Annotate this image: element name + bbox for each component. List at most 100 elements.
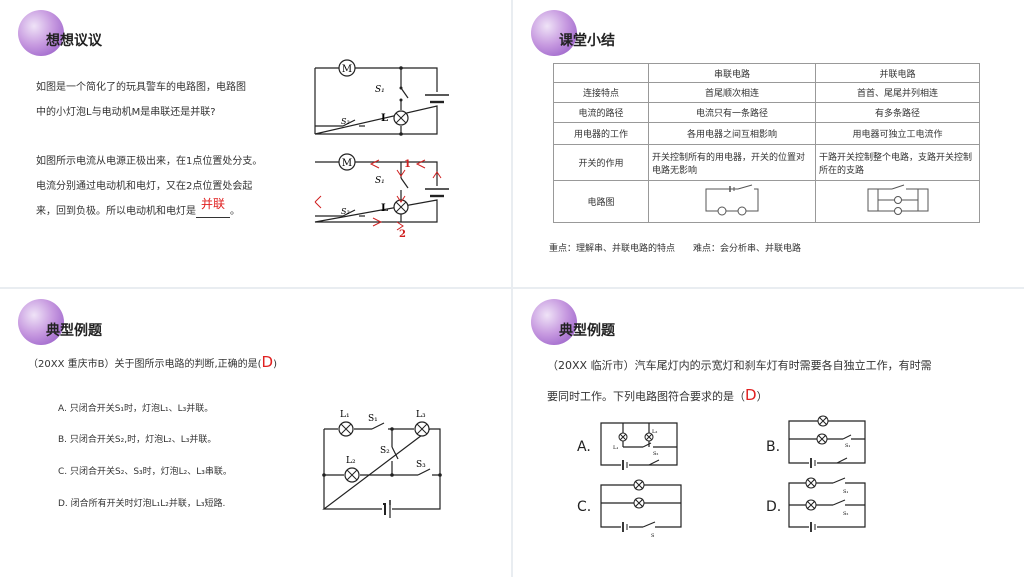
example-1-circuit-diagram: L₁ S₁ L₃ S₂ L₂ S₃ xyxy=(322,410,442,518)
question-text: 如图是一个简化了的玩具警车的电路图，电路图 中的小灯泡L与电动机M是串联还是并联… xyxy=(36,75,246,125)
table-row: 开关的作用 开关控制所有的用电器，开关的位置对电路无影响 干路开关控制整个电路，… xyxy=(553,144,980,181)
question-stem: （20XX 重庆市B）关于图所示电路的判断,正确的是( xyxy=(28,359,262,370)
title-decoration-circle xyxy=(531,10,577,56)
parallel-circuit-icon xyxy=(867,184,928,215)
switch-s2-icon xyxy=(342,119,356,127)
series-circuit-cell xyxy=(648,180,816,223)
choice-a-circuit: L₁ L₂ S₂ xyxy=(600,422,678,470)
answer-letter: D xyxy=(745,386,757,404)
motor-label: M xyxy=(342,64,352,75)
choice-c-label: C. xyxy=(577,499,592,515)
table-cell: 用电器可独立工电流作 xyxy=(815,122,980,145)
explanation-line-3-text: 来，回到负极。所以电动机和电灯是 xyxy=(36,206,196,217)
slide-title: 典型例题 xyxy=(46,323,102,339)
explanation-text: 如图所示电流从电源正极出来，在1点位置处分支。 电流分别通过电动机和电灯，又在2… xyxy=(36,149,262,224)
option-b: B. 只闭合开关S₂,时，灯泡L₂、L₃并联。 xyxy=(58,435,217,445)
switch-s2-label: S₂ xyxy=(653,451,658,457)
table-cell: 连接特点 xyxy=(553,82,649,103)
answer-text: 并联 xyxy=(200,197,225,211)
table-cell: 用电器的工作 xyxy=(553,122,649,145)
table-cell: 首首、尾尾并列相连 xyxy=(815,82,980,103)
police-car-circuit-diagram: M S₁ L S₂ xyxy=(314,59,449,136)
series-circuit-icon xyxy=(705,184,759,216)
option-a: A. 只闭合开关S₁时，灯泡L₁、L₃并联。 xyxy=(58,404,214,414)
table-cell: 开关的作用 xyxy=(553,144,649,181)
table-cell: 首尾顺次相连 xyxy=(648,82,816,103)
switch-s-label: S xyxy=(651,533,655,539)
switch-s3-label: S₃ xyxy=(416,460,426,470)
title-decoration-circle xyxy=(18,299,64,345)
parallel-circuit-cell xyxy=(815,180,980,223)
lamp-l2-label: L₂ xyxy=(346,456,356,466)
choice-d-circuit: S₁ S₂ xyxy=(788,477,866,532)
question-end: ) xyxy=(273,359,278,370)
question-line-1: （20XX 临沂市）汽车尾灯内的示宽灯和刹车灯有时需要各自独立工作，有时需 xyxy=(547,359,932,372)
point-1-label: 1 xyxy=(404,159,411,170)
switch-s1-icon xyxy=(371,422,385,430)
summary-table: 串联电路 并联电路 连接特点 首尾顺次相连 首首、尾尾并列相连 电流的路径 电流… xyxy=(553,63,980,223)
switch-s2-icon xyxy=(391,446,399,460)
slide-example-1: 典型例题 （20XX 重庆市B）关于图所示电路的判断,正确的是(D) A. 只闭… xyxy=(0,289,511,577)
switch-s1-label: S₁ xyxy=(843,489,848,495)
explanation-line-2: 电流分别通过电动机和电灯，又在2点位置处会起 xyxy=(36,181,253,192)
lamp-l1-label: L₁ xyxy=(613,445,618,451)
explanation-line-3: 来，回到负极。所以电动机和电灯是并联。 xyxy=(36,198,262,224)
slide-title: 想想议议 xyxy=(46,33,102,49)
current-flow-circuit-diagram: M S₁ L S₂ 1 2 xyxy=(314,153,449,240)
slide-class-summary: 课堂小结 串联电路 并联电路 连接特点 首尾顺次相连 首首、尾尾并列相连 电流的… xyxy=(513,0,1024,287)
table-row: 电流的路径 电流只有一条路径 有多条路径 xyxy=(553,102,980,123)
motor-icon xyxy=(338,153,356,171)
table-cell: 有多条路径 xyxy=(815,102,980,123)
table-header-cell xyxy=(553,63,649,83)
title-decoration-circle xyxy=(531,299,577,345)
current-arrows-icon xyxy=(314,159,442,231)
table-cell: 各用电器之间互相影响 xyxy=(648,122,816,145)
table-row: 连接特点 首尾顺次相连 首首、尾尾并列相连 xyxy=(553,82,980,103)
switch-s1-label: S₁ xyxy=(375,176,385,186)
table-cell: 开关控制所有的用电器，开关的位置对电路无影响 xyxy=(648,144,816,181)
bulb-label: L xyxy=(381,113,388,124)
switch-s2-label: S₂ xyxy=(341,117,350,126)
table-header-cell: 串联电路 xyxy=(648,63,816,83)
switch-s2-icon xyxy=(342,209,356,217)
lamp-l3-label: L₃ xyxy=(416,410,426,420)
slide-think-discuss: 想想议议 如图是一个简化了的玩具警车的电路图，电路图 中的小灯泡L与电动机M是串… xyxy=(0,0,511,287)
choice-d-label: D. xyxy=(766,499,782,515)
switch-s1-label: S₁ xyxy=(845,443,850,449)
table-cell: 电流的路径 xyxy=(553,102,649,123)
switch-s1-icon xyxy=(400,177,409,189)
switch-s1-label: S₁ xyxy=(368,414,378,424)
switch-s3-icon xyxy=(417,468,431,476)
table-header-row: 串联电路 并联电路 xyxy=(553,63,980,83)
lamp-l1-label: L₁ xyxy=(340,410,350,420)
choice-a-label: A. xyxy=(577,439,591,455)
table-header-cell: 并联电路 xyxy=(815,63,980,83)
table-cell: 干路开关控制整个电路，支路开关控制所在的支路 xyxy=(815,144,980,181)
choice-b-circuit: S₁ xyxy=(788,415,866,468)
explanation-line-3-end: 。 xyxy=(230,206,240,217)
answer-letter: D xyxy=(261,353,274,371)
title-decoration-circle xyxy=(18,10,64,56)
switch-s2-label: S₂ xyxy=(341,207,350,216)
option-c: C. 只闭合开关S₂、S₃时，灯泡L₂、L₃串联。 xyxy=(58,467,232,477)
table-row: 电路图 xyxy=(553,180,980,223)
choice-c-circuit: S xyxy=(600,479,682,539)
bulb-label: L xyxy=(381,203,388,214)
option-d: D. 闭合所有开关时灯泡L₁L₂并联，L₃短路. xyxy=(58,499,226,509)
switch-s1-label: S₁ xyxy=(375,85,385,95)
question-line-2-text: 要同时工作。下列电路图符合要求的是（ xyxy=(547,390,745,403)
motor-label: M xyxy=(342,158,352,169)
table-cell: 电流只有一条路径 xyxy=(648,102,816,123)
slide-example-2: 典型例题 （20XX 临沂市）汽车尾灯内的示宽灯和刹车灯有时需要各自独立工作，有… xyxy=(513,289,1024,577)
slide-title: 典型例题 xyxy=(559,323,615,339)
slide-title: 课堂小结 xyxy=(559,33,615,49)
key-points-note: 重点：理解串、并联电路的特点 难点：会分析串、并联电路 xyxy=(549,244,802,254)
question-end: ） xyxy=(756,390,768,403)
explanation-line-1: 如图所示电流从电源正极出来，在1点位置处分支。 xyxy=(36,156,263,167)
table-cell: 电路图 xyxy=(553,180,649,223)
question-line-2: 要同时工作。下列电路图符合要求的是（D） xyxy=(547,386,768,404)
answer-blank: 并联 xyxy=(196,198,230,218)
point-2-label: 2 xyxy=(399,229,406,240)
lamp-l2-label: L₂ xyxy=(652,429,657,435)
question-line-2: 中的小灯泡L与电动机M是串联还是并联? xyxy=(36,107,216,118)
